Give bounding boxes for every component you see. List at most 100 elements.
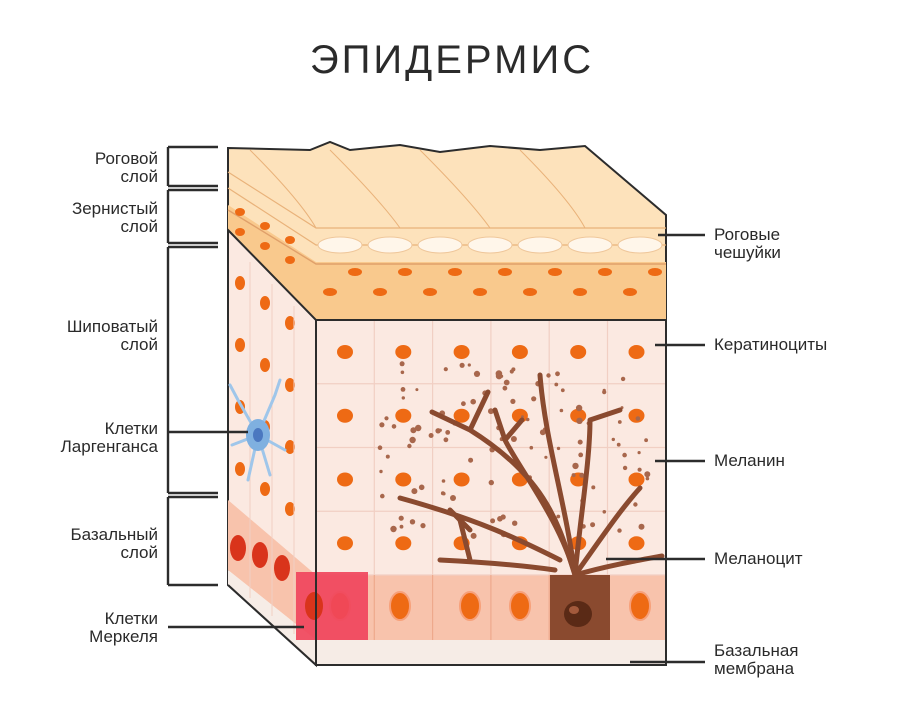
label-line: Клетки xyxy=(89,610,158,628)
keratinocyte-nucleus xyxy=(629,473,645,487)
label-line: Ларгенганса xyxy=(61,438,158,456)
basal-nucleus xyxy=(390,592,410,620)
granular-nucleus xyxy=(373,288,387,296)
langerhans-nucleus xyxy=(253,428,263,442)
melanin-granule xyxy=(460,363,465,368)
label-melanocyte: Меланоцит xyxy=(714,550,802,568)
melanin-granule xyxy=(489,480,494,485)
melanin-granule xyxy=(638,468,642,472)
melanin-granule xyxy=(401,371,405,375)
melanin-granule xyxy=(510,399,515,404)
side-nucleus xyxy=(260,482,270,496)
melanin-granule xyxy=(490,518,495,523)
granular-nucleus xyxy=(285,236,295,244)
label-line: Роговые xyxy=(714,226,781,244)
side-nucleus xyxy=(260,296,270,310)
melanin-granule xyxy=(618,420,622,424)
label-line: слой xyxy=(67,336,158,354)
melanocyte-nucleus-highlight xyxy=(569,606,579,614)
side-basal-nucleus xyxy=(252,542,268,568)
granular-nucleus xyxy=(260,242,270,250)
melanin-granule xyxy=(612,438,615,441)
granular-nucleus xyxy=(473,288,487,296)
melanin-granule xyxy=(590,522,595,527)
melanin-granule xyxy=(407,444,411,448)
melanin-granule xyxy=(386,455,390,459)
label-line: слой xyxy=(72,218,158,236)
label-line: Зернистый xyxy=(72,200,158,218)
label-line: Кератиноциты xyxy=(714,336,827,354)
melanin-granule xyxy=(576,418,582,424)
keratinocyte-nucleus xyxy=(337,409,353,423)
label-line: Меркеля xyxy=(89,628,158,646)
melanin-granule xyxy=(444,367,448,371)
melanocyte-nucleus xyxy=(564,601,592,627)
horny-scale xyxy=(568,237,612,253)
side-basal-nucleus xyxy=(230,535,246,561)
melanin-granule xyxy=(461,401,466,406)
melanin-granule xyxy=(633,502,637,506)
horny-scale xyxy=(368,237,412,253)
keratinocyte-nucleus xyxy=(454,473,470,487)
keratinocyte-nucleus xyxy=(454,345,470,359)
melanin-granule xyxy=(471,533,477,539)
label-stratum-granulosum: Зернистый слой xyxy=(72,200,158,236)
melanin-granule xyxy=(591,485,595,489)
merkel-nucleus xyxy=(305,592,323,620)
melanin-granule xyxy=(578,453,583,458)
side-nucleus xyxy=(235,338,245,352)
melanin-granule xyxy=(544,456,547,459)
melanin-granule xyxy=(410,519,415,524)
basal-nucleus xyxy=(630,592,650,620)
melanin-granule xyxy=(402,396,405,399)
melanin-granule xyxy=(420,523,425,528)
melanin-granule xyxy=(512,521,517,526)
label-merkel-cells: Клетки Меркеля xyxy=(89,610,158,646)
melanin-granule xyxy=(555,371,560,376)
label-line: Меланин xyxy=(714,452,785,470)
melanin-granule xyxy=(531,396,536,401)
melanin-granule xyxy=(392,424,397,429)
keratinocyte-nucleus xyxy=(629,536,645,550)
label-line: Базальный xyxy=(70,526,158,544)
label-stratum-basale: Базальный слой xyxy=(70,526,158,562)
melanin-granule xyxy=(560,409,564,413)
melanin-granule xyxy=(644,471,650,477)
melanin-granule xyxy=(444,437,449,442)
melanin-granule xyxy=(411,488,417,494)
label-line: Шиповатый xyxy=(67,318,158,336)
melanin-granule xyxy=(530,446,534,450)
granular-nucleus xyxy=(573,288,587,296)
melanin-granule xyxy=(378,445,383,450)
horny-scale xyxy=(518,237,562,253)
melanin-granule xyxy=(554,383,558,387)
melanin-granule xyxy=(617,443,621,447)
melanin-granule xyxy=(441,491,445,495)
melanin-granule xyxy=(409,437,415,443)
side-nucleus xyxy=(235,276,245,290)
label-line: слой xyxy=(95,168,158,186)
melanin-granule xyxy=(644,438,648,442)
label-line: Меланоцит xyxy=(714,550,802,568)
label-line: слой xyxy=(70,544,158,562)
melanin-granule xyxy=(419,485,425,491)
melanin-granule xyxy=(511,436,517,442)
melanin-granule xyxy=(401,387,406,392)
horny-scale xyxy=(618,237,662,253)
melanin-granule xyxy=(603,510,607,514)
granular-nucleus xyxy=(448,268,462,276)
melanin-granule xyxy=(400,525,404,529)
granular-nucleus xyxy=(523,288,537,296)
melanin-granule xyxy=(468,458,473,463)
label-line: Роговой xyxy=(95,150,158,168)
label-line: чешуйки xyxy=(714,244,781,262)
basal-membrane xyxy=(316,640,666,665)
keratinocyte-nucleus xyxy=(629,409,645,423)
granular-nucleus xyxy=(548,268,562,276)
basal-nucleus xyxy=(510,592,530,620)
melanin-granule xyxy=(415,425,421,431)
melanin-granule xyxy=(474,371,480,377)
melanin-granule xyxy=(639,524,645,530)
side-basal-nucleus xyxy=(274,555,290,581)
label-keratinocytes: Кератиноциты xyxy=(714,336,827,354)
